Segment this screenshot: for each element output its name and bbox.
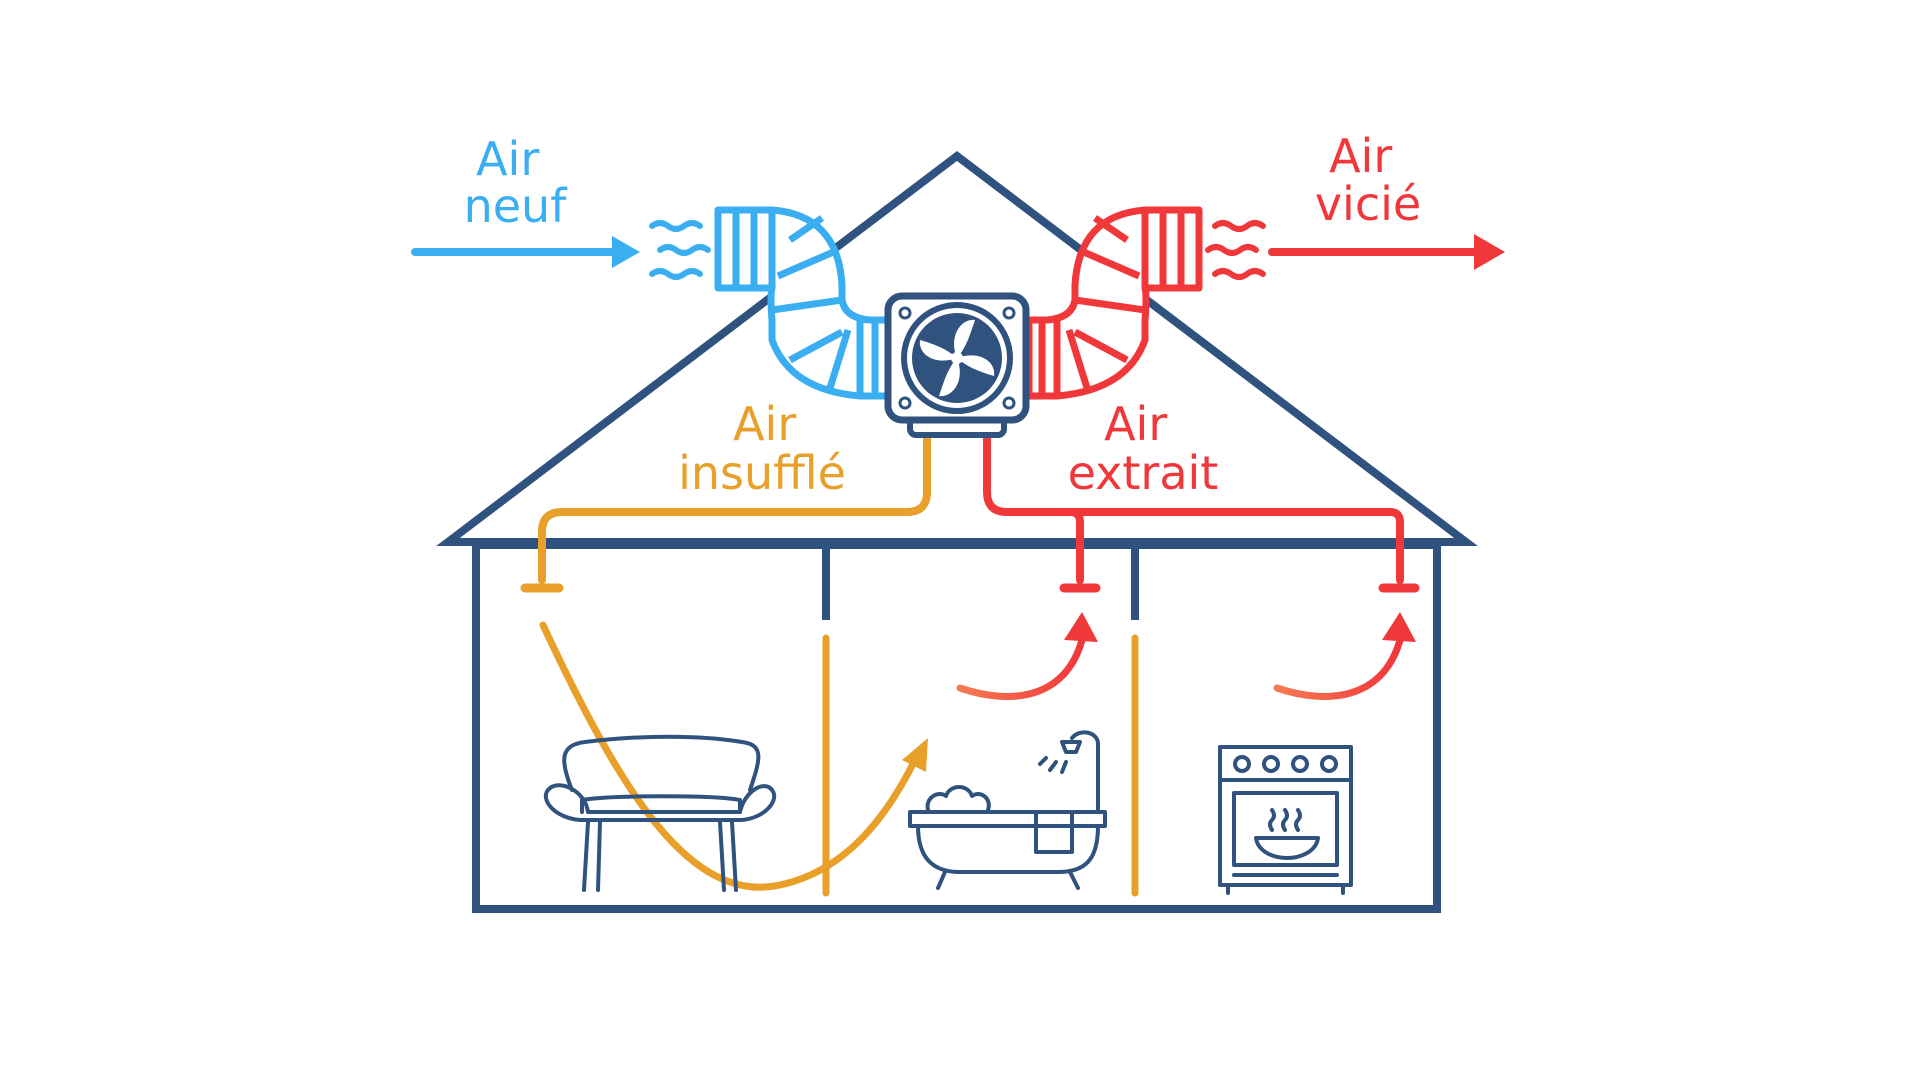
stale-air-outlet: [1205, 220, 1505, 280]
extract-air-duct: [983, 428, 1420, 593]
house-walls: [472, 541, 1441, 913]
extract-arrowhead-kitchen: [1382, 612, 1416, 642]
stale-air-label: Air vicié: [1315, 129, 1421, 231]
stale-air-arrowhead: [1474, 234, 1505, 270]
fan-icon: [901, 302, 1013, 414]
bowl-icon: [1254, 836, 1320, 860]
fresh-air-duct: [714, 206, 892, 400]
towel: [1034, 810, 1074, 854]
sofa-icon: [544, 734, 776, 892]
oven-icon: [1218, 745, 1353, 895]
bath-foam: [925, 785, 991, 812]
fresh-air-inlet: [411, 220, 711, 280]
stale-air-label-line1: Air: [1329, 129, 1392, 183]
ventilation-unit: [884, 292, 1030, 438]
bathtub-icon: [908, 730, 1107, 890]
fresh-air-label: Air neuf: [464, 132, 569, 233]
fresh-air-label-line1: Air: [476, 132, 539, 186]
extract-air-label-line1: Air: [1104, 397, 1167, 451]
stale-air-duct: [1025, 206, 1203, 400]
supply-air-duct: [520, 428, 931, 593]
shower-icon: [1038, 730, 1100, 814]
stale-air-label-line2: vicié: [1315, 177, 1421, 231]
extract-arrowhead-bathroom: [1064, 612, 1098, 642]
fresh-air-wavy-icon: [649, 220, 711, 280]
steam-icon: [1268, 808, 1302, 832]
supply-airflow-arrow: [539, 621, 928, 891]
extract-air-label: Air extrait: [1068, 397, 1219, 500]
fresh-air-arrowhead: [612, 236, 640, 268]
stale-air-wavy-icon: [1205, 220, 1266, 280]
partition-doors: [822, 634, 1139, 897]
supply-air-label-line2: insufflé: [678, 446, 846, 500]
supply-air-label-line1: Air: [733, 397, 796, 451]
extract-airflow-kitchen: [1273, 612, 1416, 700]
extract-air-label-line2: extrait: [1068, 446, 1219, 500]
extract-airflow-bathroom: [956, 612, 1098, 700]
fresh-air-label-line2: neuf: [464, 179, 569, 233]
supply-arrowhead: [902, 738, 928, 772]
supply-air-label: Air insufflé: [678, 397, 846, 500]
house-structure: [436, 150, 1478, 913]
